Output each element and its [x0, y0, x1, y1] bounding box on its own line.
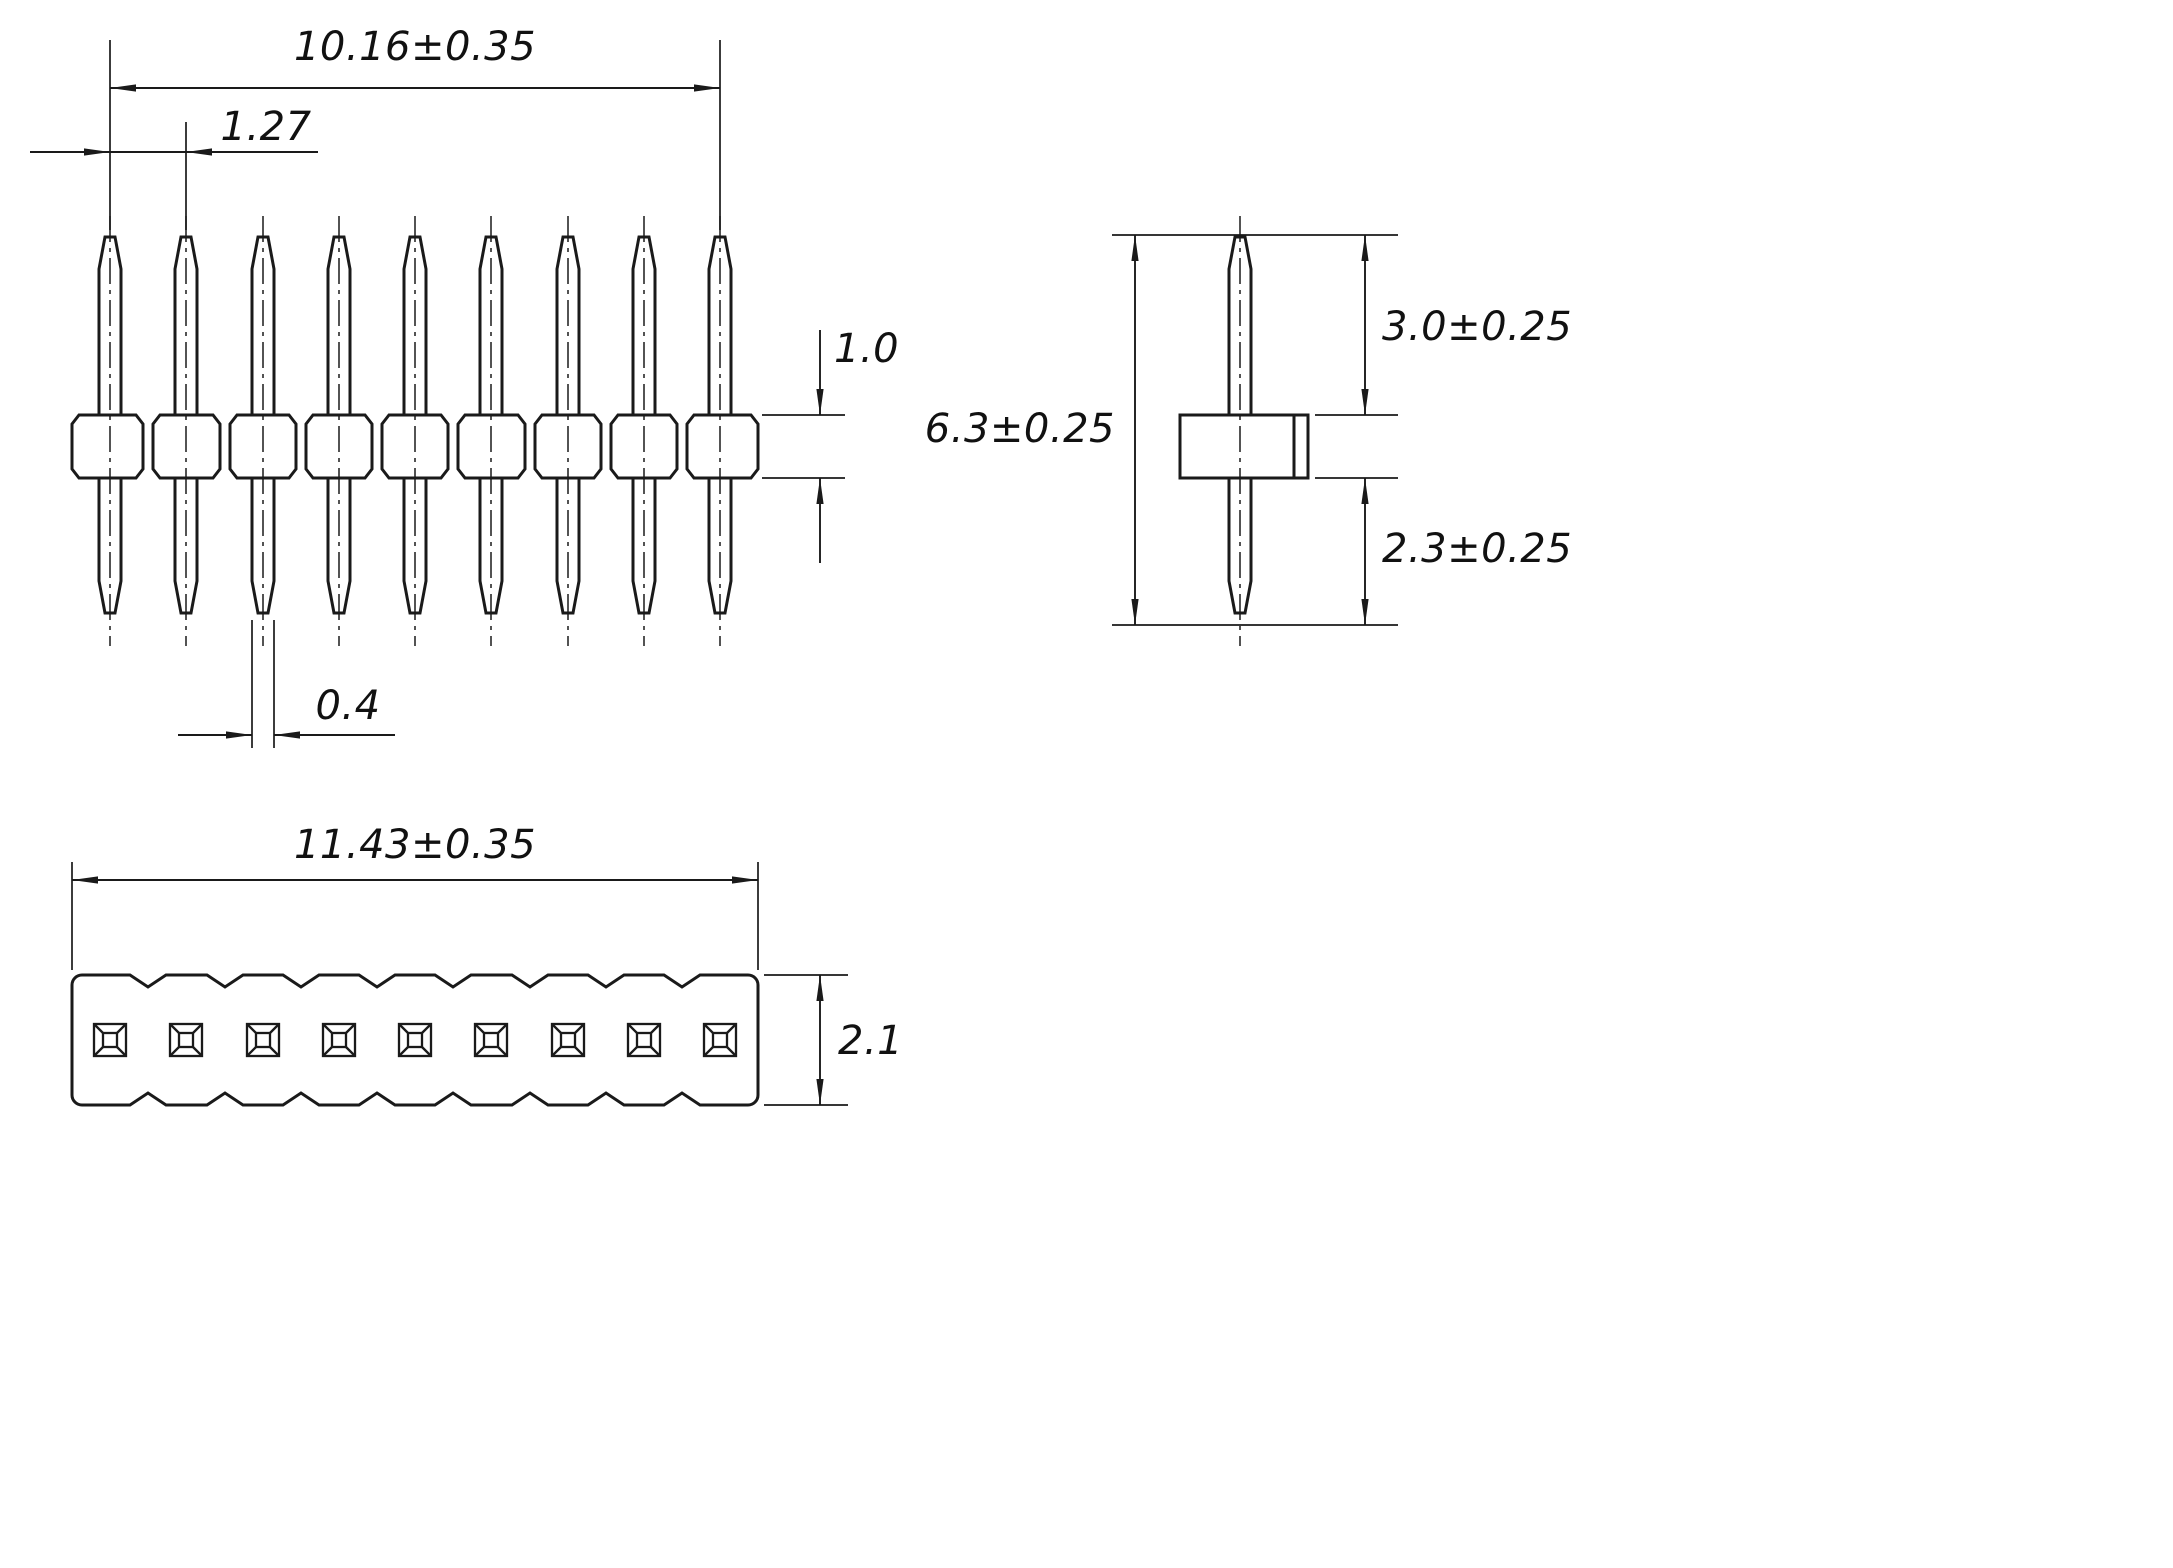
pin-hole	[92, 1022, 128, 1058]
dim-body-length: 11.43±0.35	[72, 822, 758, 884]
pin	[250, 214, 276, 648]
pin-hole	[321, 1022, 357, 1058]
dim-pitch: 1.27	[30, 104, 318, 156]
pin-hole	[168, 1022, 204, 1058]
body-segment	[380, 413, 450, 480]
bottom-holes	[92, 1022, 738, 1058]
body-segment	[533, 413, 603, 480]
bottom-view: 11.43±0.35 2.1	[70, 822, 903, 1107]
dim-pin-bottom-length: 2.3±0.25	[1361, 478, 1572, 625]
dim-label-body-width: 2.1	[838, 1018, 903, 1064]
pin-hole	[550, 1022, 586, 1058]
pin	[402, 214, 428, 648]
front-view: 10.16±0.35 1.27 1.0 0.4	[30, 24, 899, 748]
dim-label-body-length: 11.43±0.35	[294, 822, 536, 868]
bottom-body-outline	[70, 973, 760, 1107]
dim-body-width: 2.1	[816, 975, 903, 1105]
pin	[555, 214, 581, 648]
pin	[478, 214, 504, 648]
front-extension-lines	[109, 40, 845, 748]
dim-label-pin-bottom-length: 2.3±0.25	[1382, 526, 1572, 572]
side-extension-lines	[1112, 234, 1398, 626]
pin-hole	[473, 1022, 509, 1058]
front-pins	[97, 214, 733, 648]
front-body	[70, 413, 760, 480]
dim-total-height: 6.3±0.25	[925, 235, 1139, 625]
dim-label-pin-top-length: 3.0±0.25	[1382, 304, 1572, 350]
dim-label-span: 10.16±0.35	[294, 24, 536, 70]
body-segment	[609, 413, 679, 480]
side-body	[1178, 413, 1310, 480]
pin-hole	[626, 1022, 662, 1058]
body-segment	[456, 413, 527, 480]
pin-hole	[702, 1022, 738, 1058]
body-segment	[228, 413, 298, 480]
dim-label-pin-width: 0.4	[315, 683, 380, 729]
pin	[631, 214, 657, 648]
pin-hole	[245, 1022, 281, 1058]
side-body-outline	[1178, 413, 1310, 480]
pin	[173, 214, 199, 648]
pin	[707, 214, 733, 648]
pin	[1227, 214, 1253, 648]
dim-pin-width: 0.4	[178, 683, 395, 739]
dim-label-body-height: 1.0	[834, 326, 899, 372]
body-segment	[151, 413, 222, 480]
dim-label-pitch: 1.27	[220, 104, 311, 150]
body-segment	[70, 413, 145, 480]
dim-label-total-height: 6.3±0.25	[925, 406, 1115, 452]
dim-span: 10.16±0.35	[110, 24, 720, 92]
body-segment	[685, 413, 760, 480]
dim-body-height: 1.0	[816, 326, 899, 563]
bottom-extension-lines	[71, 862, 848, 1106]
dim-pin-top-length: 3.0±0.25	[1361, 235, 1572, 415]
pin	[326, 214, 352, 648]
body-segment	[304, 413, 374, 480]
pin-hole	[397, 1022, 433, 1058]
side-view: 6.3±0.25 3.0±0.25 2.3±0.25	[925, 214, 1572, 648]
pin	[97, 214, 123, 648]
